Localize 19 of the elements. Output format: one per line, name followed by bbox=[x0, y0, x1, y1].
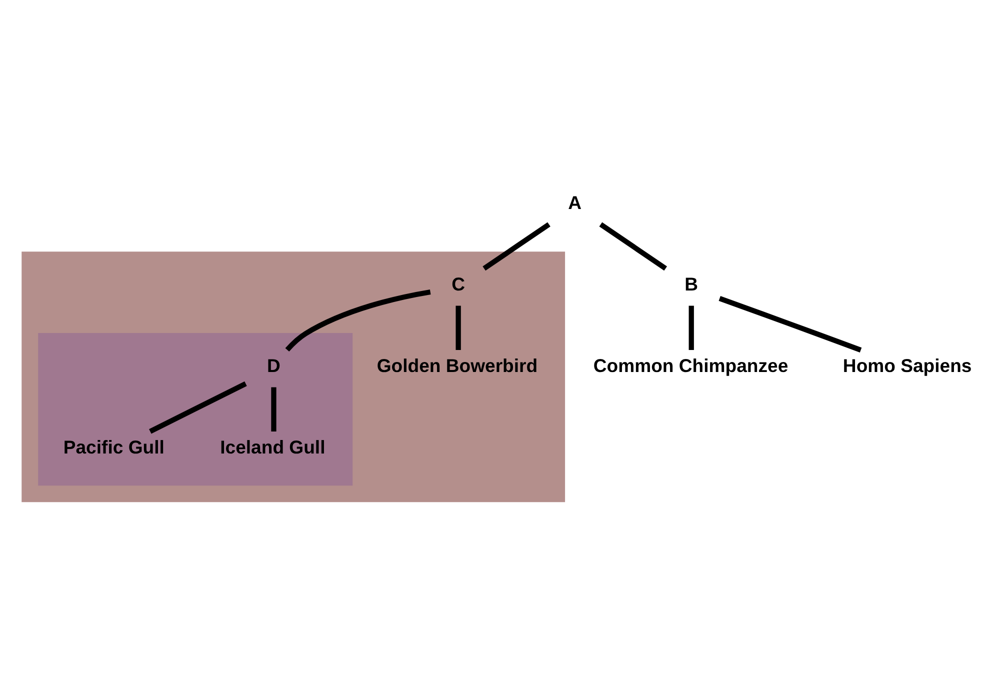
connector bbox=[688, 306, 694, 350]
connector bbox=[718, 296, 862, 352]
node-text: D bbox=[266, 355, 280, 376]
connector bbox=[455, 306, 460, 350]
node-text: Pacific Gull bbox=[62, 436, 164, 458]
cluster bbox=[21, 252, 565, 502]
node-text: Common Chimpanzee bbox=[592, 355, 788, 376]
cluster bbox=[38, 333, 352, 486]
node-text: Homo Sapiens bbox=[842, 355, 972, 376]
connector bbox=[284, 289, 430, 352]
node-text: A bbox=[568, 192, 582, 214]
node-text: Iceland Gull bbox=[220, 436, 325, 458]
connector bbox=[482, 222, 550, 271]
connector bbox=[270, 387, 276, 432]
connector bbox=[148, 381, 246, 434]
node-text: B bbox=[684, 274, 698, 295]
connector bbox=[598, 222, 667, 271]
node-text: C bbox=[451, 274, 465, 295]
node-text: Golden Bowerbird bbox=[376, 355, 538, 376]
